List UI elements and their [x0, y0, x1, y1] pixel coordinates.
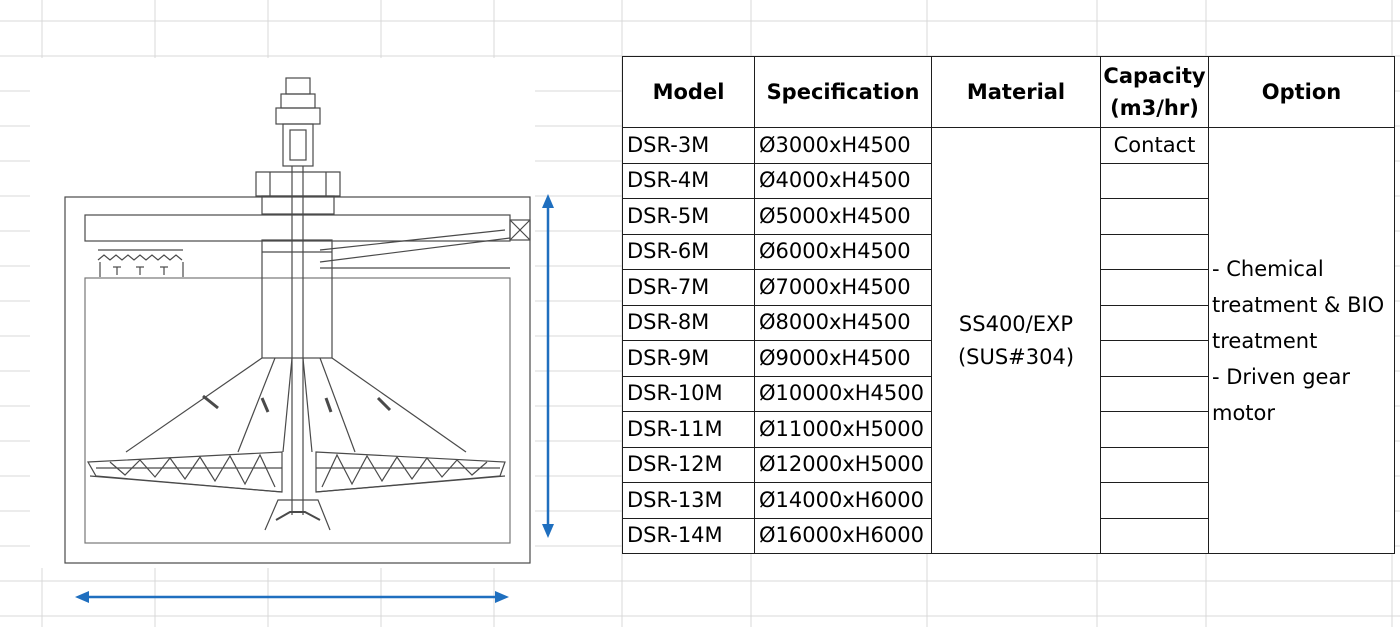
cell-spec[interactable]: Ø6000xH4500: [754, 233, 932, 270]
clarifier-drawing: [30, 58, 554, 603]
cell-model[interactable]: DSR-14M: [622, 517, 755, 554]
rake-arm-right: [315, 451, 506, 493]
cell-spec[interactable]: Ø11000xH5000: [754, 411, 932, 448]
cell-model[interactable]: DSR-11M: [622, 411, 755, 448]
cell-capacity[interactable]: Contact: [1100, 127, 1209, 164]
cell-spec[interactable]: Ø16000xH6000: [754, 517, 932, 554]
cell-model[interactable]: DSR-3M: [622, 127, 755, 164]
cell-model[interactable]: DSR-5M: [622, 198, 755, 235]
header-capacity[interactable]: Capacity (m3/hr): [1100, 56, 1209, 128]
tank-outline: [64, 196, 531, 564]
cell-capacity[interactable]: [1100, 446, 1209, 483]
material-line2: (SUS#304): [957, 344, 1075, 369]
table-row: DSR-13M Ø14000xH6000: [622, 482, 1395, 519]
header-option[interactable]: Option: [1208, 56, 1395, 128]
header-capacity-line1: Capacity: [1103, 64, 1206, 88]
header-model[interactable]: Model: [622, 56, 755, 128]
cell-capacity[interactable]: [1100, 269, 1209, 306]
cell-option[interactable]: - Chemical treatment & BIO treatment - D…: [1208, 127, 1395, 554]
table-row: DSR-10M Ø10000xH4500: [622, 375, 1395, 412]
cell-spec[interactable]: Ø10000xH4500: [754, 375, 932, 412]
cell-capacity[interactable]: [1100, 517, 1209, 554]
weir-launder: [97, 249, 184, 277]
center-well: [261, 239, 333, 359]
table-row: DSR-6M Ø6000xH4500: [622, 233, 1395, 270]
option-line: - Chemical: [1212, 256, 1324, 281]
table-row: DSR-9M Ø9000xH4500: [622, 340, 1395, 377]
option-line: motor: [1212, 400, 1276, 425]
cell-capacity[interactable]: [1100, 375, 1209, 412]
sludge-cone: [264, 499, 331, 531]
tank-inner-wall: [84, 277, 511, 544]
option-line: treatment: [1212, 328, 1318, 353]
drive-unit: [255, 77, 341, 215]
cell-spec[interactable]: Ø5000xH4500: [754, 198, 932, 235]
material-line1: SS400/EXP: [958, 311, 1074, 336]
option-line: treatment & BIO: [1212, 292, 1385, 317]
cell-spec[interactable]: Ø14000xH6000: [754, 482, 932, 519]
cell-capacity[interactable]: [1100, 233, 1209, 270]
cell-spec[interactable]: Ø9000xH4500: [754, 340, 932, 377]
header-specification[interactable]: Specification: [754, 56, 932, 128]
cell-material[interactable]: SS400/EXP (SUS#304): [931, 127, 1101, 554]
cell-capacity[interactable]: [1100, 482, 1209, 519]
cell-spec[interactable]: Ø8000xH4500: [754, 304, 932, 341]
cell-model[interactable]: DSR-9M: [622, 340, 755, 377]
header-material[interactable]: Material: [931, 56, 1101, 128]
cell-capacity[interactable]: [1100, 304, 1209, 341]
cell-spec[interactable]: Ø7000xH4500: [754, 269, 932, 306]
cell-model[interactable]: DSR-12M: [622, 446, 755, 483]
cell-spec[interactable]: Ø4000xH4500: [754, 162, 932, 199]
rake-arm-left: [86, 451, 283, 493]
cell-capacity[interactable]: [1100, 411, 1209, 448]
table-row: DSR-7M Ø7000xH4500: [622, 269, 1395, 306]
tie-rods: [125, 357, 467, 453]
cell-capacity[interactable]: [1100, 340, 1209, 377]
cell-model[interactable]: DSR-7M: [622, 269, 755, 306]
cell-model[interactable]: DSR-8M: [622, 304, 755, 341]
spec-table: Model Specification Material Capacity (m…: [622, 56, 1395, 554]
cell-spec[interactable]: Ø3000xH4500: [754, 127, 932, 164]
option-line: - Driven gear: [1212, 364, 1350, 389]
cell-model[interactable]: DSR-13M: [622, 482, 755, 519]
cell-spec[interactable]: Ø12000xH5000: [754, 446, 932, 483]
cell-model[interactable]: DSR-6M: [622, 233, 755, 270]
cell-capacity[interactable]: [1100, 198, 1209, 235]
bridge-end-box: [509, 219, 531, 241]
table-row: DSR-14M Ø16000xH6000: [622, 517, 1395, 554]
cell-model[interactable]: DSR-4M: [622, 162, 755, 199]
cell-capacity[interactable]: [1100, 162, 1209, 199]
table-row: DSR-5M Ø5000xH4500: [622, 198, 1395, 235]
header-capacity-line2: (m3/hr): [1110, 96, 1199, 120]
table-row: DSR-3M Ø3000xH4500 SS400/EXP (SUS#304) C…: [622, 127, 1395, 554]
table-header-row: Model Specification Material Capacity (m…: [622, 56, 1395, 128]
cell-model[interactable]: DSR-10M: [622, 375, 755, 412]
